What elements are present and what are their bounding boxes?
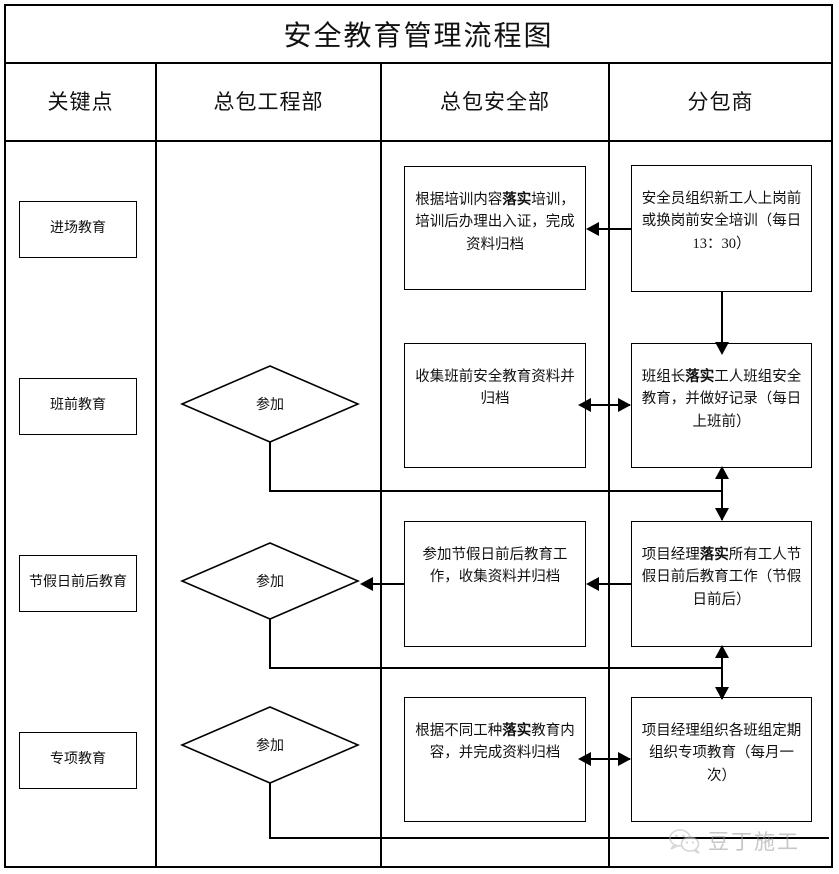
process-text-safety-4-post: 教育内容，并完成资料归档 [429, 723, 575, 762]
column-header-gc-eng: 总包工程部 [213, 90, 324, 114]
process-box-safety-2[interactable]: 收集班前安全教育资料并归档 [404, 343, 586, 468]
arrowhead-sub1-to-sub2 [715, 342, 729, 355]
title-divider [6, 62, 831, 64]
column-divider-2 [380, 62, 382, 868]
connector-diamond3-right [269, 667, 722, 669]
process-text-sub-2-post: 工人班组安全教育，并做好记录（每日上班前） [641, 369, 802, 430]
process-box-sub-3[interactable]: 项目经理落实所有工人节假日前后教育工作（节假日前后） [631, 521, 812, 647]
key-point-box-3[interactable]: 节假日前后教育 [19, 555, 137, 612]
decision-diamond-2-label: 参加 [256, 398, 284, 413]
process-box-safety-3[interactable]: 参加节假日前后教育工作，收集资料并归档 [404, 521, 586, 647]
column-divider-1 [155, 62, 157, 868]
connector-sub2-sub3 [721, 468, 723, 520]
process-box-sub-2[interactable]: 班组长落实工人班组安全教育，并做好记录（每日上班前） [631, 343, 812, 468]
arrowhead-sub3-up [715, 645, 729, 658]
connector-safety4-sub4 [590, 758, 630, 760]
header-divider [6, 140, 831, 142]
process-text-sub-3-pre: 项目经理 [641, 547, 700, 563]
column-header-subcontractor: 分包商 [687, 90, 754, 114]
decision-diamond-3-label: 参加 [256, 575, 284, 590]
arrowhead-sub3-to-safety3 [586, 577, 599, 591]
connector-sub3-sub4 [721, 647, 723, 699]
connector-sub1-to-sub2 [721, 292, 723, 344]
arrowhead-sub4-right [618, 752, 631, 766]
connector-safety3-to-diamond3 [372, 583, 404, 585]
process-box-safety-1[interactable]: 根据培训内容落实培训，培训后办理出入证，完成资料归档 [404, 166, 586, 290]
arrowhead-sub3-down [715, 508, 729, 521]
arrowhead-safety4-left [578, 752, 591, 766]
column-divider-3 [608, 62, 610, 868]
arrowhead-safety3-to-diamond3 [360, 577, 373, 591]
key-point-box-4[interactable]: 专项教育 [19, 732, 137, 789]
process-box-sub-4[interactable]: 项目经理组织各班组定期组织专项教育（每月一次） [631, 697, 812, 822]
connector-diamond3-down [269, 618, 271, 668]
decision-diamond-4[interactable]: 参加 [180, 705, 360, 785]
process-text-safety-1-bold: 落实 [502, 192, 532, 208]
arrowhead-sub2-right [618, 398, 631, 412]
process-text-safety-4-bold: 落实 [502, 723, 532, 739]
connector-diamond4-right [269, 837, 829, 839]
page-title: 安全教育管理流程图 [283, 21, 554, 52]
key-point-box-2[interactable]: 班前教育 [19, 378, 137, 435]
connector-diamond2-right [269, 490, 722, 492]
process-text-safety-4-pre: 根据不同工种 [415, 723, 503, 739]
key-point-box-1[interactable]: 进场教育 [19, 201, 137, 258]
process-text-sub-2-pre: 班组长 [641, 369, 686, 385]
column-header-gc-safety: 总包安全部 [440, 90, 550, 114]
process-text-sub-4-pre: 项目经理组织各班组定期组织专项教育（每月一次） [641, 723, 802, 784]
decision-diamond-4-label: 参加 [256, 739, 284, 754]
outer-border [4, 4, 833, 868]
arrowhead-sub1-to-safety1 [586, 222, 599, 236]
process-text-safety-2-pre: 收集班前安全教育资料并归档 [415, 369, 575, 408]
process-text-safety-1-pre: 根据培训内容 [415, 192, 503, 208]
process-box-sub-1[interactable]: 安全员组织新工人上岗前或换岗前安全培训（每日13：30） [631, 165, 812, 292]
decision-diamond-2[interactable]: 参加 [180, 364, 360, 444]
connector-diamond4-down [269, 782, 271, 838]
process-text-sub-3-bold: 落实 [699, 547, 729, 563]
arrowhead-sub2-up [715, 466, 729, 479]
connector-safety2-sub2 [590, 404, 630, 406]
decision-diamond-3[interactable]: 参加 [180, 541, 360, 621]
process-text-sub-1-pre: 安全员组织新工人上岗前或换岗前安全培训（每日13：30） [641, 191, 802, 252]
column-header-key-point: 关键点 [47, 90, 114, 114]
connector-sub3-to-safety3 [598, 583, 631, 585]
process-text-safety-3-pre: 参加节假日前后教育工作，收集资料并归档 [422, 547, 568, 586]
process-text-safety-1-post: 培训，培训后办理出入证，完成资料归档 [415, 192, 575, 253]
connector-diamond2-down [269, 441, 271, 491]
process-text-sub-3-post: 所有工人节假日前后教育工作（节假日前后） [641, 547, 802, 608]
arrowhead-safety2-left [578, 398, 591, 412]
process-text-sub-2-bold: 落实 [685, 369, 715, 385]
process-box-safety-4[interactable]: 根据不同工种落实教育内容，并完成资料归档 [404, 697, 586, 822]
connector-sub1-to-safety1 [598, 228, 631, 230]
arrowhead-sub4-down [715, 687, 729, 700]
